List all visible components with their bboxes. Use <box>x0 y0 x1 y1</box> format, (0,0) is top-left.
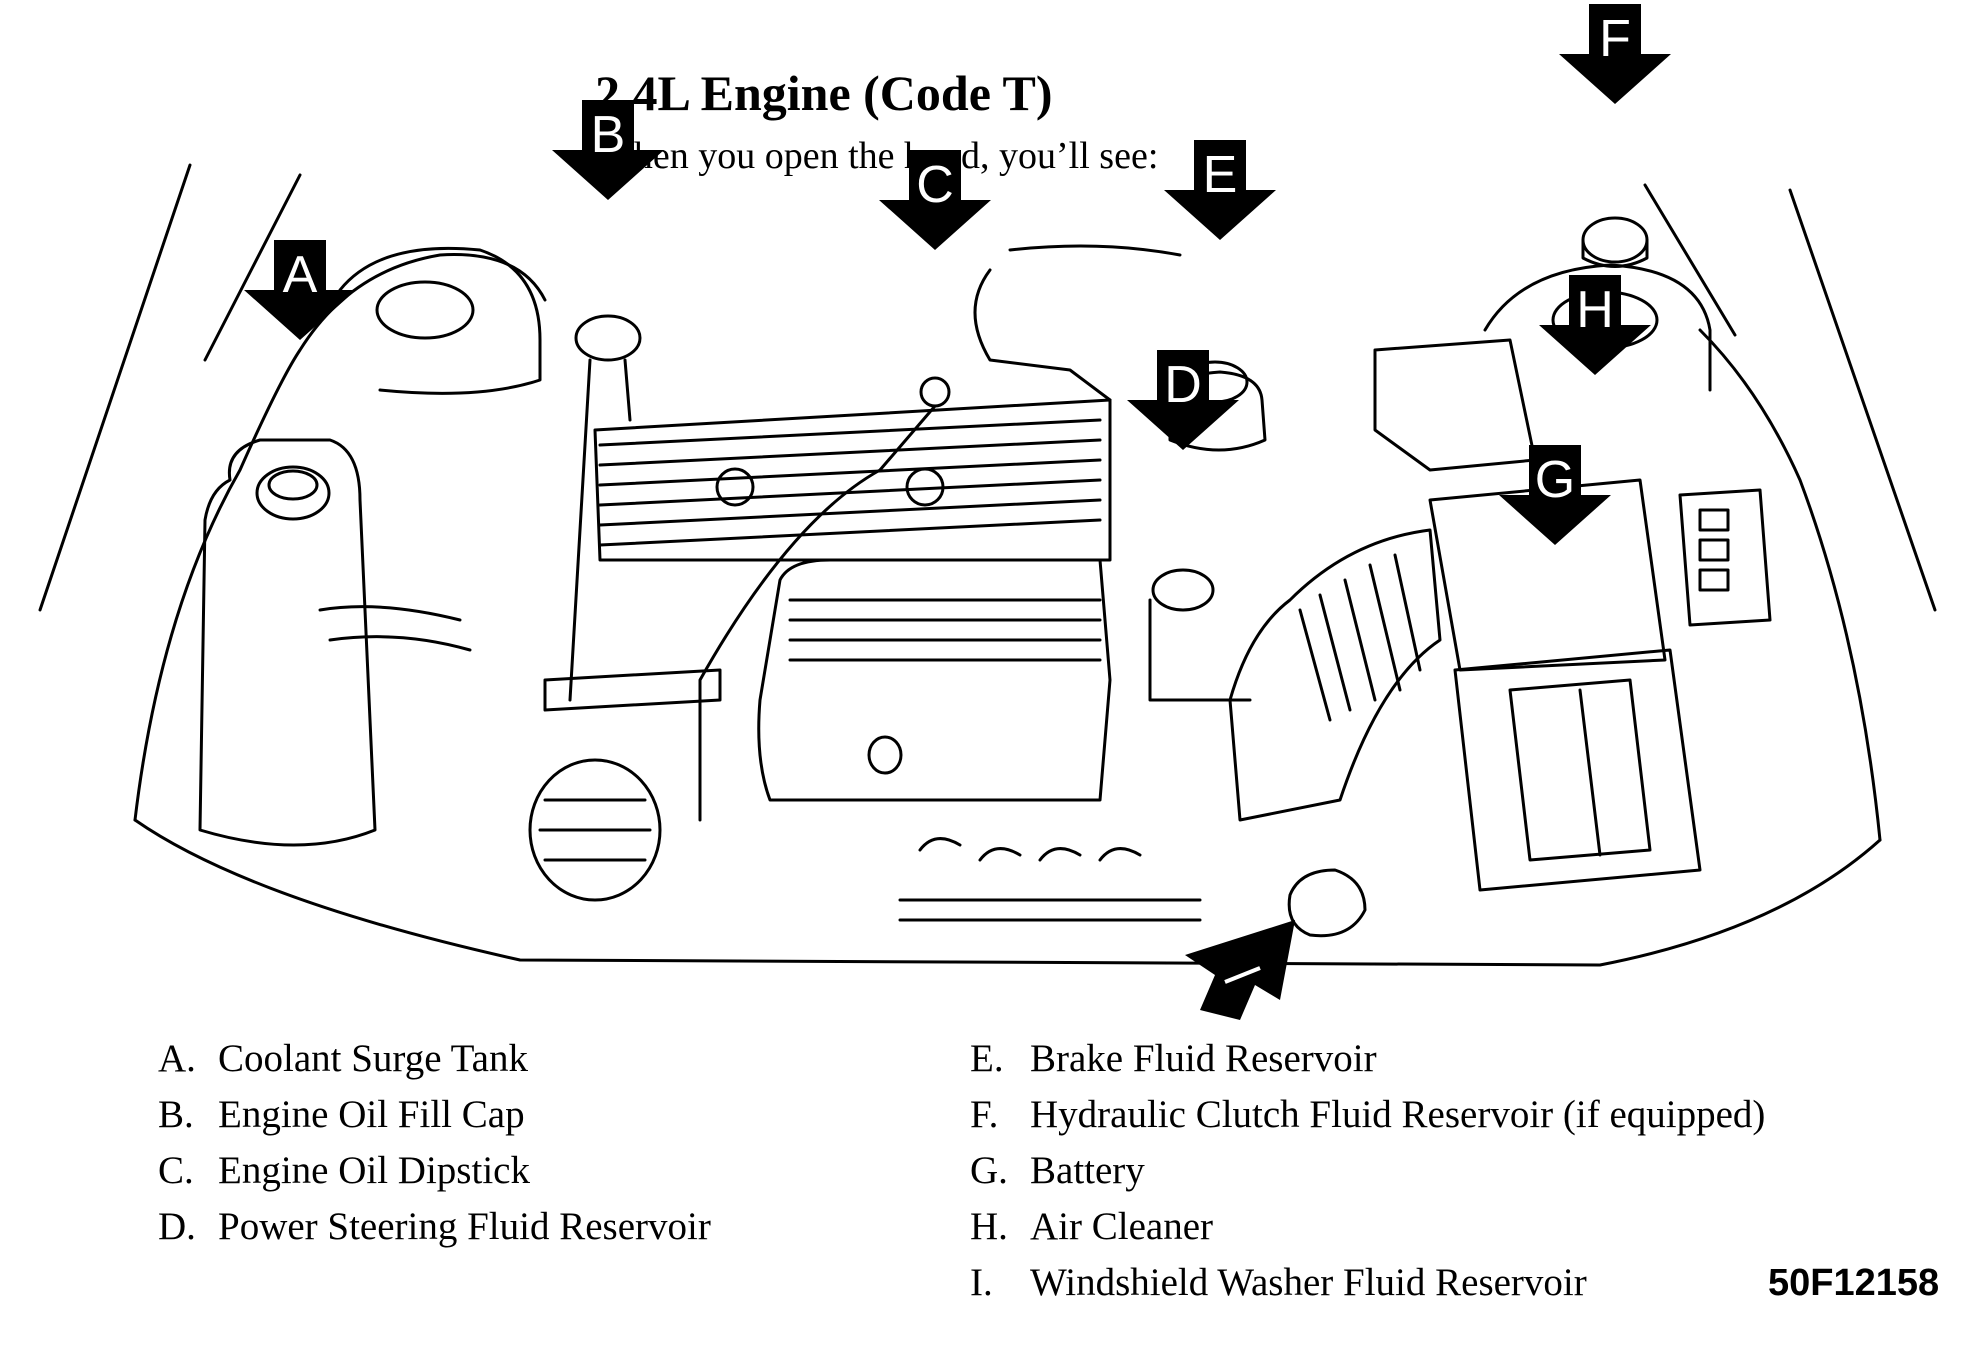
marker-h-arrow: H <box>1539 275 1651 375</box>
upper-radiator-hose <box>543 668 722 712</box>
left-hood-edge <box>38 163 192 612</box>
marker-letter: G <box>1535 451 1575 509</box>
washer-fluid-reservoir <box>1287 868 1367 938</box>
battery <box>1453 648 1702 892</box>
intake-hose <box>1228 528 1442 822</box>
marker-a-arrow: A <box>244 240 356 340</box>
alternator <box>528 758 662 902</box>
marker-letter: D <box>1164 356 1202 414</box>
marker-letter: B <box>591 106 626 164</box>
engine-block <box>757 558 1112 802</box>
legend-right-column: E.Brake Fluid Reservoir F.Hydraulic Clut… <box>970 1030 1765 1310</box>
marker-i-arrow <box>1185 920 1295 1020</box>
marker-letter: E <box>1203 146 1238 204</box>
legend-item: G.Battery <box>970 1148 1145 1192</box>
marker-d-arrow: D <box>1127 350 1239 450</box>
marker-letter: A <box>283 246 318 304</box>
power-steering-cap <box>1151 568 1215 612</box>
legend-left-column: A.Coolant Surge Tank B.Engine Oil Fill C… <box>158 1030 711 1254</box>
valve-cover <box>593 398 1112 562</box>
dipstick-ring <box>919 376 951 408</box>
legend-item: A.Coolant Surge Tank <box>158 1036 528 1080</box>
coolant-cap <box>255 465 331 521</box>
coolant-surge-tank <box>198 438 377 847</box>
right-hood-edge-inner <box>1643 183 1737 337</box>
figure-id: 50F12158 <box>1768 1262 1940 1304</box>
page-title: 2.4L Engine (Code T) <box>595 65 1053 121</box>
legend-item: B.Engine Oil Fill Cap <box>158 1092 525 1136</box>
left-strut-hole <box>375 280 475 340</box>
clutch-fluid-cap <box>1581 216 1649 264</box>
marker-letter: C <box>916 156 954 214</box>
marker-g-arrow: G <box>1499 445 1611 545</box>
legend-item: D.Power Steering Fluid Reservoir <box>158 1204 711 1248</box>
marker-letter: H <box>1576 281 1614 339</box>
air-cleaner-box <box>1373 338 1537 472</box>
bay-floor <box>133 818 1882 967</box>
marker-f-arrow: F <box>1559 4 1671 104</box>
legend-item: H.Air Cleaner <box>970 1204 1214 1248</box>
legend-item: I.Windshield Washer Fluid Reservoir <box>970 1260 1587 1304</box>
oil-fill-cap <box>574 314 642 362</box>
left-hood-edge-inner <box>203 173 302 362</box>
page-subtitle: When you open the hood, you’ll see: <box>598 135 1159 177</box>
right-hood-edge <box>1788 188 1937 612</box>
legend-item: F.Hydraulic Clutch Fluid Reservoir (if e… <box>970 1092 1766 1136</box>
marker-c-arrow: C <box>879 150 991 250</box>
legend-item: E.Brake Fluid Reservoir <box>970 1036 1377 1080</box>
marker-b-arrow: B <box>552 100 664 200</box>
fuse-box <box>1678 488 1772 627</box>
legend-item: C.Engine Oil Dipstick <box>158 1148 530 1192</box>
marker-letter: F <box>1599 10 1631 68</box>
marker-e-arrow: E <box>1164 140 1276 240</box>
left-strut-tower <box>338 246 542 395</box>
